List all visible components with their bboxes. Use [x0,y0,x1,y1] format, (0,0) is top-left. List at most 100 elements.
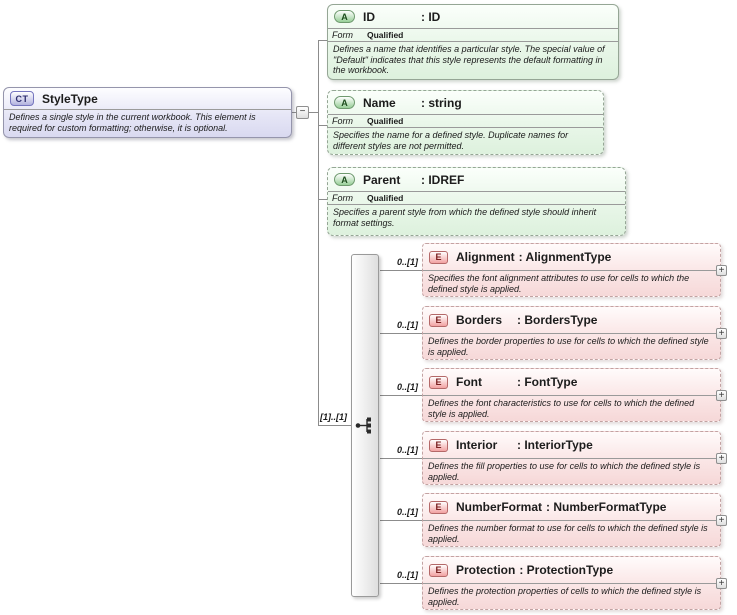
connector-line [380,458,422,459]
attribute-name-box[interactable]: A Name: string Form Qualified Specifies … [327,90,604,155]
element-body: E NumberFormat: NumberFormatType Defines… [423,494,720,546]
element-description: Defines the fill properties to use for c… [428,461,701,482]
element-borders-box[interactable]: E Borders : BordersType Defines the borde… [422,306,727,360]
divider [423,458,720,459]
element-body: E Alignment: AlignmentType Specifies the… [423,244,720,296]
expand-button[interactable]: + [716,515,727,526]
connector-line [380,395,422,396]
element-badge: E [429,313,448,327]
cardinality-label: 0..[1] [396,445,418,455]
connector-line [380,333,422,334]
form-value: Qualified [367,116,404,126]
element-body: E Interior: InteriorType Defines the fil… [423,432,720,484]
divider [423,333,720,334]
attribute-name: ID [363,9,375,24]
attribute-title: ID: ID [363,10,440,24]
attribute-badge: A [334,96,355,109]
complextype-title: StyleType [42,91,98,106]
complextype-description: Defines a single style in the current wo… [9,112,256,133]
element-body: E Protection: ProtectionType Defines the… [423,557,720,609]
attribute-parent-box[interactable]: A Parent: IDREF Form Qualified Specifies… [327,167,626,236]
cardinality-label: 0..[1] [396,382,418,392]
element-type: : NumberFormatType [546,500,667,514]
form-value: Qualified [367,193,404,203]
element-type: : FontType [517,375,578,389]
divider [423,395,720,396]
attribute-name: Parent [363,172,401,187]
element-title: Interior : InteriorType [456,438,593,452]
attribute-title: Name : string [363,96,462,110]
expand-button[interactable]: + [716,453,727,464]
element-badge: E [429,563,448,577]
element-name: Font [456,375,482,389]
attribute-title: Parent : IDREF [363,173,464,187]
element-title: NumberFormat: NumberFormatType [456,500,666,514]
divider [423,520,720,521]
divider [328,127,603,128]
form-value: Qualified [367,30,404,40]
form-row: Form Qualified [328,29,618,41]
element-header: E Alignment: AlignmentType [423,244,720,270]
form-label: Form [332,116,353,126]
element-numberformat-box[interactable]: E NumberFormat: NumberFormatType Defines… [422,493,727,547]
connector-trunk-line [318,40,319,426]
element-header: E NumberFormat: NumberFormatType [423,494,720,520]
attribute-body: A Name: string Form Qualified Specifies … [328,91,603,154]
element-badge: E [429,375,448,389]
attribute-badge: A [334,173,355,186]
divider [328,191,625,192]
attribute-id-box[interactable]: A ID: ID Form Qualified Defines a name t… [327,4,619,80]
element-header: E Protection: ProtectionType [423,557,720,583]
element-body: E Borders : BordersType Defines the borde… [423,307,720,359]
element-title: Alignment: AlignmentType [456,250,611,264]
element-description: Defines the number format to use for cel… [428,523,708,544]
element-type: : AlignmentType [518,250,612,264]
element-interior-box[interactable]: E Interior: InteriorType Defines the fil… [422,431,727,485]
element-protection-box[interactable]: E Protection: ProtectionType Defines the… [422,556,727,610]
sequence-cardinality-label: [1]..[1] [320,412,347,422]
element-type: : BordersType [517,313,598,327]
expand-button[interactable]: + [716,328,727,339]
complextype-header: CT StyleType [4,88,291,109]
complextype-styletype-box[interactable]: CT StyleType Defines a single style in t… [3,87,292,138]
element-title: Protection: ProtectionType [456,563,613,577]
connector-line [380,583,422,584]
attribute-description: Defines a name that identifies a particu… [333,44,605,76]
connector-line [319,425,356,426]
element-description: Defines the protection properties of cel… [428,586,702,607]
element-type: : InteriorType [517,438,593,452]
attribute-type: : IDREF [421,172,465,187]
form-row: Form Qualified [328,192,625,204]
attribute-name: Name [363,95,396,110]
element-name: Borders [456,313,503,327]
connector-line [319,40,327,41]
element-badge: E [429,250,448,264]
element-alignment-box[interactable]: E Alignment: AlignmentType Specifies the… [422,243,727,297]
attribute-header: A Name : string [328,91,603,114]
cardinality-label: 0..[1] [396,570,418,580]
form-label: Form [332,30,353,40]
complextype-body: CT StyleType Defines a single style in t… [4,88,291,137]
attribute-header: A ID: ID [328,5,618,28]
element-name: Interior [456,438,498,452]
element-name: Protection [456,563,516,577]
collapse-button[interactable]: − [296,106,309,119]
attribute-type: : string [421,95,462,110]
element-badge: E [429,500,448,514]
sequence-icon [355,417,371,434]
element-header: E Interior: InteriorType [423,432,720,458]
expand-button[interactable]: + [716,578,727,589]
attribute-body: A Parent: IDREF Form Qualified Specifies… [328,168,625,235]
cardinality-label: 0..[1] [396,507,418,517]
expand-button[interactable]: + [716,390,727,401]
element-font-box[interactable]: E Font: FontType Defines the font charac… [422,368,727,422]
cardinality-label: 0..[1] [396,320,418,330]
element-title: Borders : BordersType [456,313,597,327]
element-description: Defines the border properties to use for… [428,336,709,357]
divider [328,204,625,205]
connector-line [319,199,327,200]
expand-button[interactable]: + [716,265,727,276]
attribute-body: A ID: ID Form Qualified Defines a name t… [328,5,618,79]
element-name: NumberFormat [456,500,543,514]
complextype-badge: CT [10,91,34,106]
